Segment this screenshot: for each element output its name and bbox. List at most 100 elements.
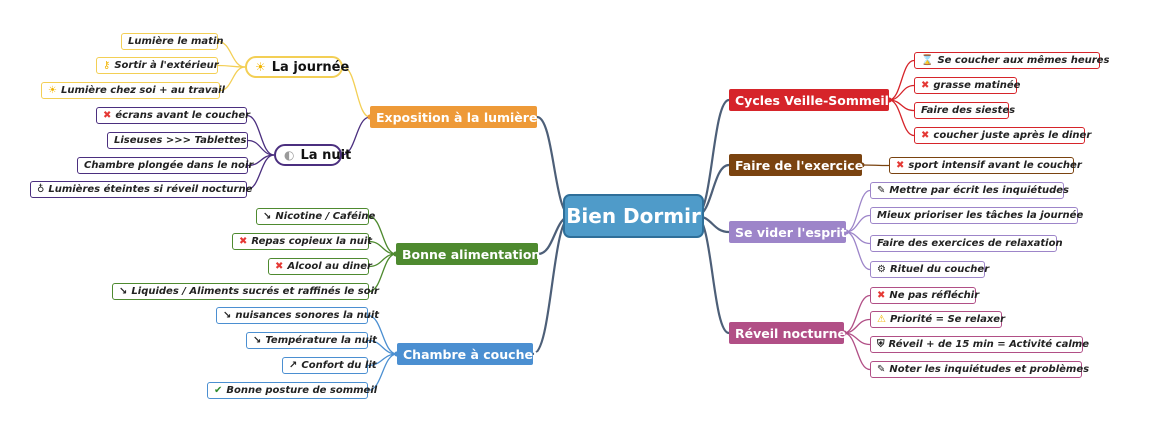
node-label: Réveil + de 15 min = Activité calme — [888, 339, 1089, 350]
note-icon: ✎ — [877, 185, 886, 196]
node-label: Chambre à coucher — [403, 346, 540, 362]
note-icon: ✎ — [877, 364, 886, 375]
leaf-l1[interactable]: Lumière le matin — [121, 33, 224, 50]
node-label: Rituel du coucher — [889, 264, 990, 275]
connector-l1 — [217, 40, 246, 68]
node-label: Sortir à l'extérieur — [114, 60, 219, 71]
node-label: Se vider l'esprit — [735, 224, 847, 240]
arrow-up-icon: ↗ — [289, 360, 298, 371]
leaf-r4[interactable]: ✎Noter les inquiétudes et problèmes — [870, 361, 1089, 378]
node-label: Exposition à la lumière — [376, 109, 538, 125]
leaf-a4[interactable]: ↘Liquides / Aliments sucrés et raffinés … — [112, 283, 379, 300]
arrow-down-icon: ↘ — [253, 335, 262, 346]
connector-y1 — [888, 59, 915, 101]
connector-nuit — [341, 116, 371, 156]
subtopic-jour[interactable]: ☀La journée — [245, 56, 349, 78]
connector-s2 — [845, 214, 871, 233]
node-label: Réveil nocturne — [735, 325, 846, 341]
leaf-l4[interactable]: ✖écrans avant le coucher — [96, 107, 251, 124]
connector-e1 — [861, 164, 890, 167]
arrow-down-icon: ↘ — [119, 286, 128, 297]
leaf-s1[interactable]: ✎Mettre par écrit les inquiétudes — [870, 182, 1069, 199]
node-label: Repas copieux la nuit — [251, 236, 373, 247]
cross-icon: ✖ — [921, 80, 930, 91]
leaf-e1[interactable]: ✖sport intensif avant le coucher — [889, 157, 1082, 174]
connector-l3 — [219, 66, 246, 92]
node-label: Bonne posture de sommeil — [226, 385, 378, 396]
connector-c4 — [367, 353, 398, 392]
leaf-l3[interactable]: ☀Lumière chez soi + au travail — [41, 82, 225, 99]
node-label: Lumières éteintes si réveil nocturne — [48, 184, 253, 195]
cross-icon: ✖ — [275, 261, 284, 272]
arrow-down-icon: ↘ — [263, 211, 272, 222]
connector-a1 — [368, 215, 397, 255]
subtopic-nuit[interactable]: ◐La nuit — [274, 144, 351, 166]
node-label: nuisances sonores la nuit — [235, 310, 380, 321]
node-label: Lumière chez soi + au travail — [60, 85, 225, 96]
branch-ch[interactable]: Chambre à coucher — [397, 343, 539, 365]
leaf-l7[interactable]: ♁Lumières éteintes si réveil nocturne — [30, 181, 252, 198]
branch-ex[interactable]: Faire de l'exercice — [729, 154, 863, 176]
connector-s4 — [845, 231, 871, 271]
leaf-a1[interactable]: ↘Nicotine / Caféine — [256, 208, 375, 225]
cross-icon: ✖ — [103, 110, 112, 121]
node-label: coucher juste après le diner — [933, 130, 1092, 141]
connector-l7 — [246, 154, 275, 191]
node-label: grasse matinée — [933, 80, 1021, 91]
branch-cyc[interactable]: Cycles Veille-Sommeil — [729, 89, 889, 111]
node-label: Chambre plongée dans le noir — [84, 160, 254, 171]
connector-r2 — [843, 318, 871, 334]
leaf-s3[interactable]: Faire des exercices de relaxation — [870, 235, 1063, 252]
connector-r4 — [843, 332, 871, 371]
clock-icon: ⌛ — [921, 55, 934, 66]
leaf-a2[interactable]: ✖Repas copieux la nuit — [232, 233, 373, 250]
node-label: La nuit — [300, 147, 352, 163]
leaf-c3[interactable]: ↗Confort du lit — [282, 357, 377, 374]
leaf-c1[interactable]: ↘nuisances sonores la nuit — [216, 307, 379, 324]
node-label: Température la nuit — [265, 335, 377, 346]
leaf-s4[interactable]: ⚙Rituel du coucher — [870, 261, 989, 278]
node-label: Mieux prioriser les tâches la journée — [877, 210, 1084, 221]
node-label: Nicotine / Caféine — [275, 211, 376, 222]
connector-y2 — [888, 84, 915, 101]
node-label: écrans avant le coucher — [115, 110, 251, 121]
branch-rev[interactable]: Réveil nocturne — [729, 322, 846, 344]
leaf-l6[interactable]: Chambre plongée dans le noir — [77, 157, 253, 174]
central-topic[interactable]: Bien Dormir — [563, 194, 704, 238]
leaf-l2[interactable]: ⚷Sortir à l'extérieur — [96, 57, 219, 74]
connector-s1 — [845, 189, 871, 233]
gear-icon: ⚙ — [877, 264, 886, 275]
leaf-a3[interactable]: ✖Alcool au diner — [268, 258, 372, 275]
node-label: La journée — [271, 59, 350, 75]
leaf-c2[interactable]: ↘Température la nuit — [246, 332, 377, 349]
node-label: Mettre par écrit les inquiétudes — [889, 185, 1069, 196]
connector-r1 — [843, 294, 871, 334]
leaf-r1[interactable]: ✖Ne pas réfléchir — [870, 287, 979, 304]
leaf-s2[interactable]: Mieux prioriser les tâches la journée — [870, 207, 1083, 224]
node-label: Faire des exercices de relaxation — [877, 238, 1063, 249]
leaf-y2[interactable]: ✖grasse matinée — [914, 77, 1021, 94]
arrow-down-icon: ↘ — [223, 310, 232, 321]
leaf-r3[interactable]: ⛨Réveil + de 15 min = Activité calme — [870, 336, 1089, 353]
leaf-l5[interactable]: Liseuses >>> Tablettes — [107, 132, 248, 149]
node-label: Bonne alimentation — [402, 246, 541, 262]
leaf-y4[interactable]: ✖coucher juste après le diner — [914, 127, 1091, 144]
leaf-y1[interactable]: ⌛Se coucher aux mêmes heures — [914, 52, 1109, 69]
leaf-r2[interactable]: ⚠Priorité = Se relaxer — [870, 311, 1005, 328]
node-label: sport intensif avant le coucher — [908, 160, 1082, 171]
warning-icon: ⚠ — [877, 314, 886, 325]
node-label: Cycles Veille-Sommeil — [735, 92, 889, 108]
branch-exp[interactable]: Exposition à la lumière — [370, 106, 537, 128]
lamp-icon: ♁ — [37, 184, 45, 195]
leaf-c4[interactable]: ✔Bonne posture de sommeil — [207, 382, 377, 399]
node-label: Se coucher aux mêmes heures — [937, 55, 1110, 66]
cross-icon: ✖ — [877, 290, 886, 301]
node-label: Faire des siestes — [921, 105, 1016, 116]
sun-icon: ☀ — [48, 85, 57, 96]
connector-l4 — [246, 114, 275, 156]
branch-alim[interactable]: Bonne alimentation — [396, 243, 541, 265]
branch-esp[interactable]: Se vider l'esprit — [729, 221, 847, 243]
leaf-y3[interactable]: Faire des siestes — [914, 102, 1015, 119]
key-icon: ⚷ — [103, 60, 111, 71]
